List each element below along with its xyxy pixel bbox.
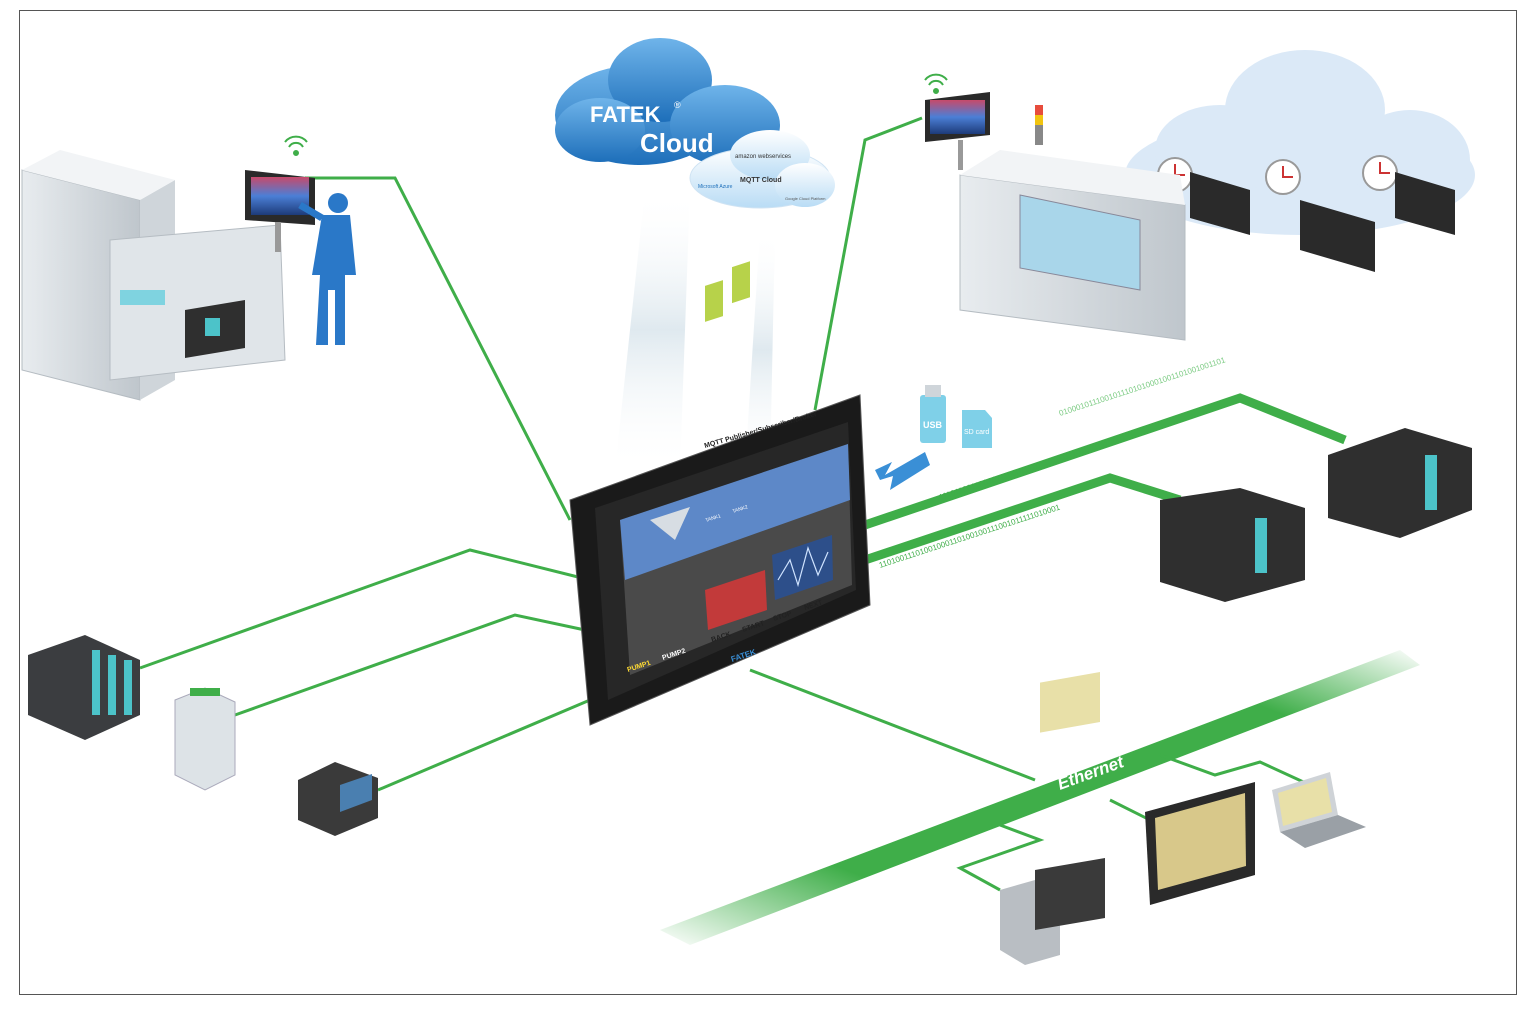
clock-icon xyxy=(1362,155,1398,191)
clock-icon xyxy=(1265,159,1301,195)
transfer-arrow-icon xyxy=(875,452,930,490)
storage-devices: USB SD card xyxy=(875,385,992,490)
link-io-rack xyxy=(139,548,591,670)
service-mqtt: MQTT Cloud xyxy=(740,177,782,184)
tank-2 xyxy=(732,261,750,304)
light-beam-right xyxy=(745,230,775,470)
wifi-icon xyxy=(924,73,948,94)
tank-label-2: TANK2 xyxy=(732,504,749,515)
remote-panels-cloud xyxy=(1125,50,1475,272)
panel-hmi xyxy=(1145,782,1255,905)
link-power-module xyxy=(234,613,586,717)
central-hmi: MQTT Publisher/Subscriber/Broker TANK1 T… xyxy=(569,261,871,726)
ethernet-backbone xyxy=(660,650,1420,945)
io-rack xyxy=(28,635,140,740)
link-industrial-pc xyxy=(377,698,591,792)
remote-hmi-panel xyxy=(1300,200,1375,272)
desktop-pc xyxy=(1000,672,1105,965)
remote-hmi-panel xyxy=(1190,172,1250,235)
laptop xyxy=(1272,772,1366,848)
link-ethernet-pc xyxy=(956,823,1045,892)
tank-1 xyxy=(705,280,723,322)
diagram-frame xyxy=(19,10,1517,995)
plc-bus-top xyxy=(863,393,1347,530)
link-ethernet-laptop xyxy=(1159,753,1311,787)
remote-hmi-panel xyxy=(1395,172,1455,235)
cloud-brand-mark: ® xyxy=(674,100,681,110)
services-cloud: amazon webservices MQTT Cloud Microsoft … xyxy=(689,130,835,209)
usb-label: USB xyxy=(923,420,943,430)
connection-lines xyxy=(139,116,1311,892)
plc-unit xyxy=(1328,428,1472,538)
tank-label-1: TANK1 xyxy=(705,513,722,524)
wifi-icon xyxy=(284,135,308,156)
cloud-brand: FATEK xyxy=(590,102,661,127)
remote-machine-station xyxy=(924,73,1186,341)
service-google: Google Cloud Platform xyxy=(785,196,826,201)
desktop-monitor xyxy=(1035,858,1105,930)
service-azure: Microsoft Azure xyxy=(698,184,733,190)
factory-machine xyxy=(21,150,286,401)
sd-card-icon: SD card xyxy=(962,410,992,448)
light-beam-left xyxy=(615,190,690,470)
link-worker-hmi xyxy=(305,176,572,521)
service-aws: amazon webservices xyxy=(735,154,791,160)
power-supply-module xyxy=(174,687,236,791)
plc-unit xyxy=(1160,488,1305,602)
link-machine-hmi xyxy=(813,116,923,411)
bar-chart-panel xyxy=(705,570,767,630)
industrial-pc xyxy=(298,762,378,836)
cloud-product: Cloud xyxy=(640,128,714,158)
worker-operator xyxy=(245,135,356,345)
funnel-icon xyxy=(650,507,690,540)
sd-label: SD card xyxy=(964,429,989,436)
link-hmi-ethernet xyxy=(749,668,1036,782)
fatek-cloud: FATEK ® Cloud xyxy=(555,38,780,165)
plc-bus-bottom xyxy=(863,473,1182,565)
usb-icon: USB xyxy=(920,385,946,443)
